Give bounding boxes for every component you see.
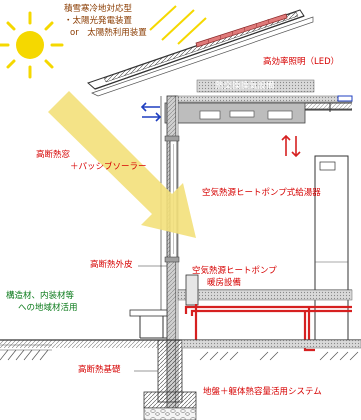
heat-pump-water-heater-label: 空気熱源ヒートポンプ式給湯器 xyxy=(202,188,321,198)
high-insulation-foundation-label: 高断熱基礎 xyxy=(78,365,121,375)
solar-title-label: 積雪寒冷地対応型 xyxy=(64,4,133,14)
passive-solar-label: ＋パッシブソーラー xyxy=(70,162,147,172)
heat-pump-water-heater xyxy=(314,155,349,341)
heating-equipment-label: 暖房設備 xyxy=(207,278,242,288)
sun-icon xyxy=(0,11,64,79)
heat-pump-heating-label: 空気熱源ヒートポンプ xyxy=(192,266,277,276)
vent-arrow-icon xyxy=(140,102,162,122)
sunlight-arrow xyxy=(48,91,196,238)
exterior-deck xyxy=(129,309,168,339)
sunlight-ray-icon xyxy=(149,5,207,45)
local-materials-label: 構造材、内装材等 xyxy=(6,291,75,301)
leader-lines xyxy=(134,265,167,372)
solar-item-label: or 太陽熱利用装置 xyxy=(70,28,147,38)
up-down-arrow-icon xyxy=(281,134,301,158)
solar-panel xyxy=(195,13,288,48)
heat-pump-heating-unit xyxy=(185,274,199,306)
foundation xyxy=(143,339,361,420)
high-insulation-window-label: 高断熱窓 xyxy=(36,150,71,160)
solar-item-label: ・太陽光発電装置 xyxy=(64,16,133,26)
heat-exchange-ventilation-unit xyxy=(164,79,352,124)
led-light-label: 高効率照明（LED） xyxy=(263,57,340,67)
floor xyxy=(177,289,353,301)
led-light-fixture xyxy=(337,95,353,102)
local-materials-usage-label: への地域材活用 xyxy=(18,303,78,313)
ground-heat-capacity-label: 地盤＋躯体熱容量活用システム xyxy=(203,387,322,397)
high-insulation-skin-label: 高断熱外皮 xyxy=(90,260,133,270)
heat-exchange-vent-label: 熱交換換気設備 xyxy=(215,81,275,91)
